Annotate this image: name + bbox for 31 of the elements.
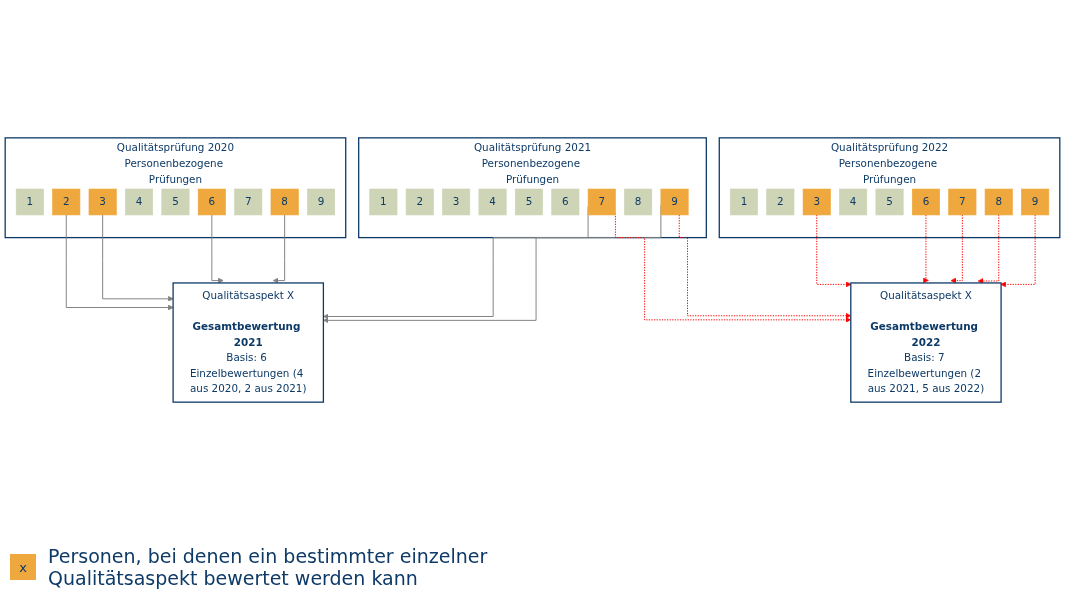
node-box: 4 <box>839 188 868 216</box>
node-box: 1 <box>15 188 44 216</box>
node-box: 3 <box>88 188 117 216</box>
node-box: 6 <box>197 188 226 216</box>
node-box: Qualitätsaspekt X Gesamtbewertung 2021 Basis: 6 Einzelbewertungen (4 aus 2020, 2 aus 2021) <box>172 282 325 403</box>
node-box: 7 <box>587 188 616 216</box>
node-box: 2 <box>766 188 795 216</box>
node-box: 5 <box>161 188 190 216</box>
node-box: 9 <box>660 188 689 216</box>
node-box: 7 <box>948 188 977 216</box>
node-box: 4 <box>125 188 154 216</box>
node-box: 3 <box>802 188 831 216</box>
node-box: 5 <box>514 188 543 216</box>
node-box: 2 <box>405 188 434 216</box>
node-box: 8 <box>270 188 299 216</box>
node-box: 8 <box>984 188 1013 216</box>
node-box: 3 <box>442 188 471 216</box>
node-box: 4 <box>478 188 507 216</box>
node-box: 8 <box>624 188 653 216</box>
node-box: 1 <box>369 188 398 216</box>
legend-swatch: x <box>10 554 36 580</box>
node-box: 7 <box>234 188 263 216</box>
node-box: 2 <box>52 188 81 216</box>
node-box: 9 <box>307 188 336 216</box>
node-box: 6 <box>911 188 940 216</box>
node-box: 9 <box>1021 188 1050 216</box>
legend-text: Personen, bei denen ein bestimmter einzelner Qualitätsaspekt bewertet werden kann <box>48 545 489 589</box>
node-box: 1 <box>729 188 758 216</box>
node-box: Qualitätsaspekt X Gesamtbewertung 2022 Basis: 7 Einzelbewertungen (2 aus 2021, 5 aus 2022) <box>850 282 1002 403</box>
node-box: 6 <box>551 188 580 216</box>
node-box: 5 <box>875 188 904 216</box>
